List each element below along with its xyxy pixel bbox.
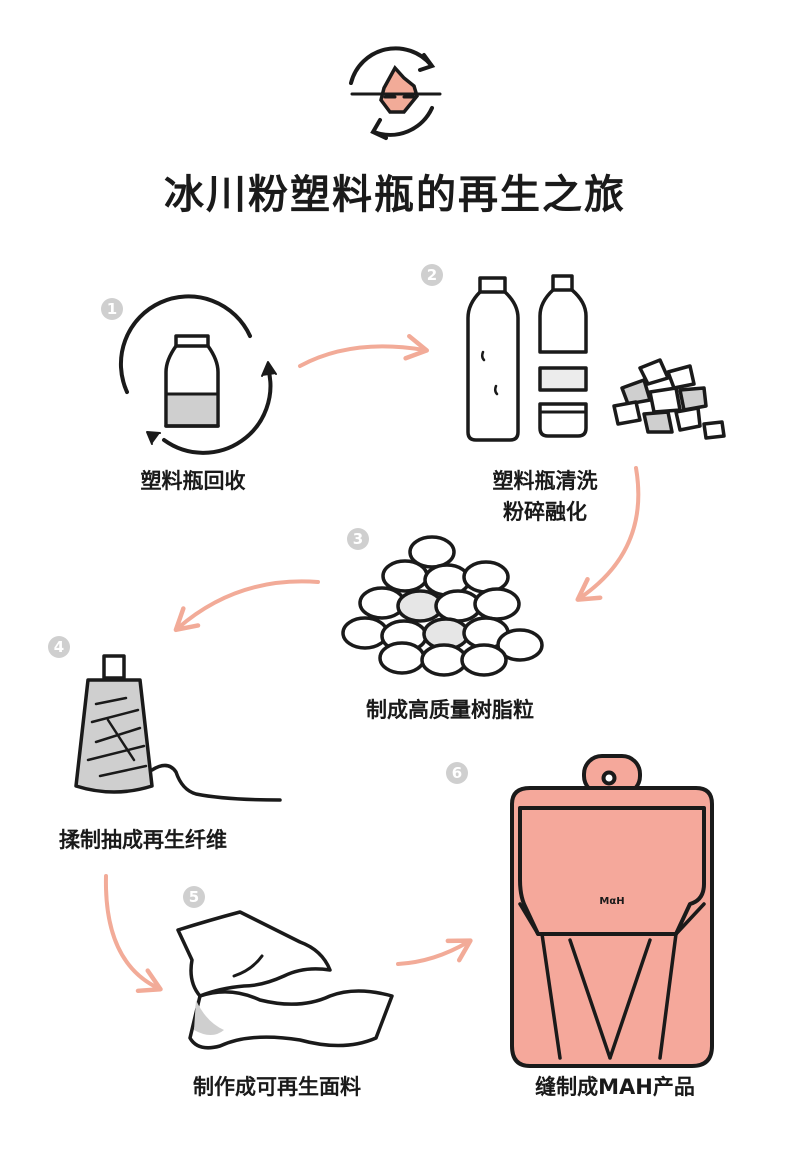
step-number-2: 2 <box>421 264 443 286</box>
step-number-3: 3 <box>347 528 369 550</box>
flow-arrows <box>103 333 641 994</box>
step-label-2-line2: 粉碎融化 <box>503 500 587 524</box>
arrow-2-to-3 <box>575 466 641 602</box>
arrow-3-to-4 <box>173 579 320 633</box>
backpack-logo: MαH <box>599 896 624 907</box>
step-number-6: 6 <box>446 762 468 784</box>
fiber-spool-icon <box>74 654 282 802</box>
step-number-5: 5 <box>183 886 205 908</box>
bottle-recycle-icon <box>118 294 277 455</box>
glacier-logo-icon <box>349 46 442 140</box>
step-number-4: 4 <box>48 636 70 658</box>
step-number-1: 1 <box>101 298 123 320</box>
bottle-crush-icon <box>466 274 726 442</box>
arrow-1-to-2 <box>298 333 430 368</box>
step-label-5: 制作成可再生面料 <box>193 1075 361 1099</box>
backpack-icon <box>510 754 714 1068</box>
resin-pellets-icon <box>341 535 544 677</box>
step-label-6: 缝制成MAH产品 <box>535 1075 695 1099</box>
page-title: 冰川粉塑料瓶的再生之旅 <box>164 172 626 218</box>
step-label-2-line1: 塑料瓶清洗 <box>492 469 598 493</box>
step-label-4: 揉制抽成再生纤维 <box>59 828 227 852</box>
arrow-4-to-5 <box>103 874 163 994</box>
step-label-3: 制成高质量树脂粒 <box>366 698 534 722</box>
step-label-1: 塑料瓶回收 <box>140 469 246 493</box>
fabric-icon <box>176 910 394 1050</box>
arrow-5-to-6 <box>396 938 473 966</box>
